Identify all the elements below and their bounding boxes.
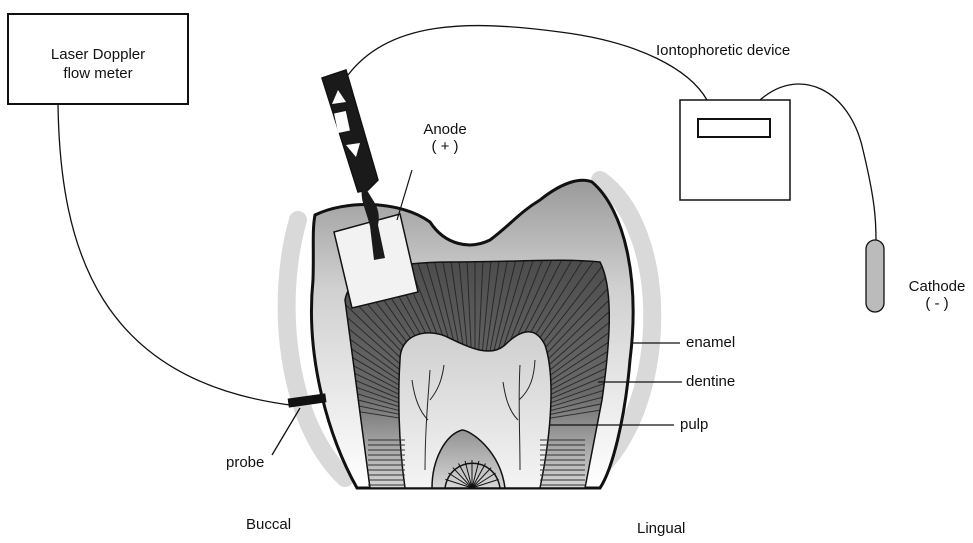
- dentine-label: dentine: [686, 373, 735, 390]
- cathode-label: Cathode ( - ): [904, 278, 970, 313]
- flow-meter-label: Laser Doppler flow meter: [8, 14, 188, 104]
- cathode-label-text: Cathode: [904, 278, 970, 295]
- flow-meter-line1: Laser Doppler: [51, 46, 145, 65]
- anode-label: Anode ( + ): [415, 121, 475, 156]
- device-anode-wire: [348, 26, 707, 100]
- iontophoretic-device: [680, 100, 790, 200]
- pulp-label: pulp: [680, 416, 708, 433]
- device-label: Iontophoretic device: [656, 42, 790, 59]
- device-display: [698, 119, 770, 137]
- anode-label-text: Anode: [415, 121, 475, 138]
- lingual-label: Lingual: [637, 520, 685, 537]
- buccal-label: Buccal: [246, 516, 291, 533]
- flow-meter-line2: flow meter: [63, 65, 132, 84]
- cathode-electrode: [866, 240, 884, 312]
- probe-label: probe: [226, 454, 264, 471]
- meter-probe-wire: [58, 104, 290, 405]
- probe-leader: [272, 408, 300, 455]
- cathode-sign: ( - ): [904, 295, 970, 312]
- enamel-label: enamel: [686, 334, 735, 351]
- anode-sign: ( + ): [415, 138, 475, 155]
